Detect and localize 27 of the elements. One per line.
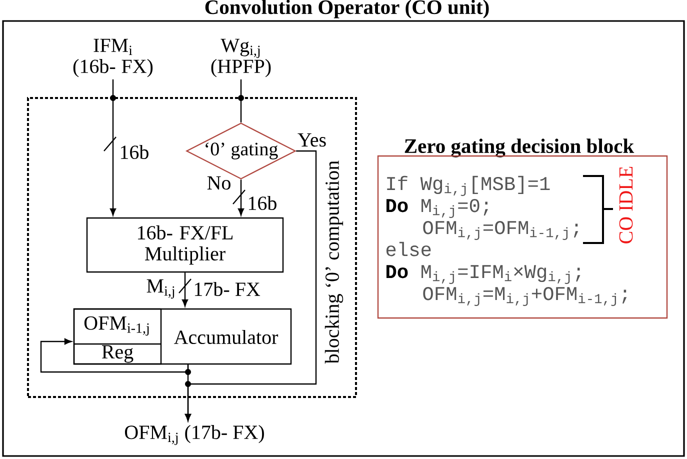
bus-width-label: 16b	[248, 196, 276, 210]
code-line: Do M$_{i,j}$=IFM$_{i}$×Wg$_{i,j}$;	[386, 265, 580, 284]
code-line: If Wg$_{i,j}$[MSB]=1	[387, 176, 550, 196]
dashed-box	[27, 97, 357, 398]
process-box: 16b- FX/FL Multiplier	[86, 217, 284, 273]
heading: Zero gating decision block	[404, 138, 634, 158]
arrow	[182, 272, 188, 307]
edge-label: 16b	[120, 144, 148, 160]
heading: Convolution Operator (CO unit)	[205, 0, 489, 18]
arrow	[238, 180, 244, 216]
arrow	[40, 338, 189, 373]
arrow	[110, 79, 116, 216]
bracket-label: CO IDLE	[619, 166, 633, 244]
line-label: blocking ‘0’ computation	[324, 160, 344, 364]
register-box: OFM$_{i-1,j}$ Reg	[73, 308, 162, 365]
bus-width-label: 17b- FX	[194, 282, 260, 296]
code-line: Do M$_{i,j}$=0;	[386, 198, 488, 218]
code-line: OFM$_{i,j}$=M$_{i,j}$+OFM$_{i-1,j}$;	[423, 286, 627, 306]
edge-label: M$_{i,j}$	[146, 279, 174, 299]
input-label: IFM$_{i}$ (16b- FX)	[73, 38, 153, 78]
code-line: else	[386, 242, 431, 256]
arrow	[184, 150, 317, 422]
code-line: OFM$_{i,j}$=OFM$_{i-1,j}$;	[423, 220, 578, 240]
input-label: Wg$_{i,j}$ (HPFP)	[211, 38, 271, 78]
output-label: OFM$_{i,j}$ (17b- FX)	[124, 425, 264, 445]
line	[240, 79, 242, 122]
edge-label: Yes	[298, 133, 326, 147]
